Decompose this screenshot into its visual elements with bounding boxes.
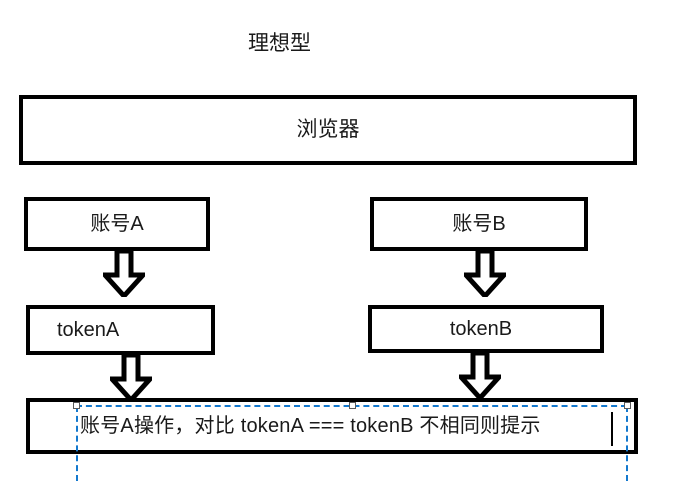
- selection-handle-left[interactable]: [73, 402, 80, 409]
- compare-node[interactable]: 账号A操作，对比 tokenA === tokenB 不相同则提示: [26, 398, 638, 454]
- compare-node-label: 账号A操作，对比 tokenA === tokenB 不相同则提示: [80, 415, 541, 437]
- text-caret: [611, 412, 613, 446]
- account-a-node-label: 账号A: [90, 213, 144, 235]
- down-arrow-icon: [464, 251, 506, 297]
- token-b-node-label: tokenB: [449, 318, 513, 340]
- down-arrow-icon: [110, 355, 152, 401]
- selection-handle-right[interactable]: [624, 402, 631, 409]
- selection-box-right-edge: [626, 406, 628, 481]
- selection-box-left-edge: [76, 406, 78, 481]
- diagram-title: 理想型: [248, 32, 311, 55]
- browser-node[interactable]: 浏览器: [19, 95, 637, 165]
- selection-handle-center[interactable]: [349, 402, 356, 409]
- account-b-node-label: 账号B: [452, 213, 506, 235]
- account-a-node[interactable]: 账号A: [24, 197, 210, 251]
- token-b-node[interactable]: tokenB: [368, 305, 604, 353]
- down-arrow-icon: [103, 251, 145, 297]
- account-b-node[interactable]: 账号B: [370, 197, 588, 251]
- browser-node-label: 浏览器: [296, 118, 360, 141]
- down-arrow-icon: [459, 353, 501, 399]
- token-a-node-label: tokenA: [57, 319, 120, 341]
- token-a-node[interactable]: tokenA: [26, 305, 215, 355]
